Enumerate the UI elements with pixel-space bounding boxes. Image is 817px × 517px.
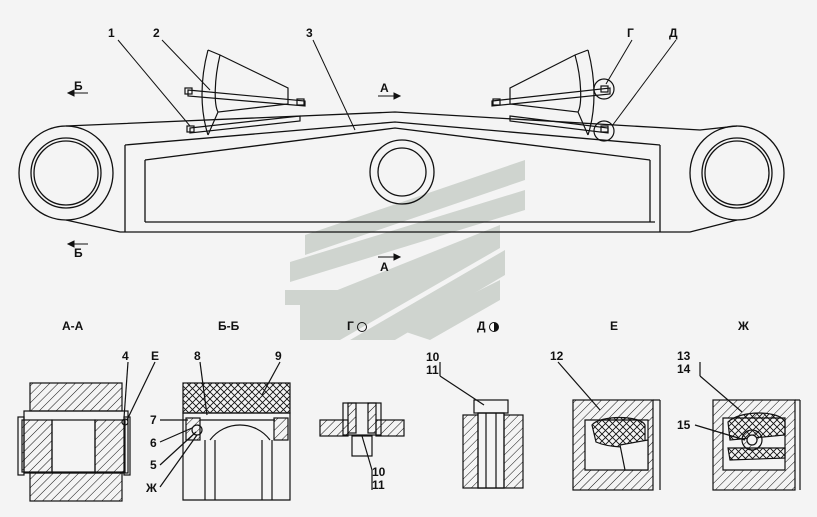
callout-6: 6 [150,436,157,450]
view-title-d-text: Д [477,319,486,333]
callout-11-g: 11 [372,478,385,492]
view-title-d: Д [477,319,499,333]
callout-10-d: 10 [426,350,440,364]
view-direction-d-icon [488,321,499,332]
callout-14: 14 [677,362,691,376]
view-title-g: Г [347,319,368,333]
callout-e: Е [151,349,160,363]
view-zh [694,362,801,491]
view-title-g-text: Г [347,319,354,333]
callout-12: 12 [550,349,564,363]
section-mark-a-bottom: А [380,260,389,274]
section-aa [17,361,156,502]
callout-g: Г [627,26,634,40]
callout-15: 15 [677,418,691,432]
right-bracket [491,49,615,142]
section-mark-b-top: Б [74,79,83,93]
callout-11-d: 11 [426,363,439,377]
view-title-zh: Ж [738,319,749,333]
section-mark-b-bottom: Б [74,246,83,260]
view-e [557,361,661,491]
view-title-e: Е [610,319,619,333]
callout-10-g: 10 [372,465,386,479]
leader-lines-main [66,39,677,261]
callout-d: Д [669,26,678,40]
view-title-bb: Б-Б [218,319,240,333]
callout-8: 8 [194,349,201,363]
callout-4: 4 [122,349,129,363]
callout-5: 5 [150,458,157,472]
callout-2: 2 [153,26,160,40]
callout-7: 7 [150,413,157,427]
main-view-beam [18,111,785,233]
callout-13: 13 [677,349,691,363]
view-title-aa: А-А [62,319,84,333]
view-direction-g-icon [357,321,368,332]
left-bracket [184,49,306,136]
view-d [439,362,524,489]
section-bb [159,361,291,501]
callout-9: 9 [275,349,282,363]
watermark-logo [285,160,525,340]
callout-3: 3 [306,26,313,40]
callout-zh: Ж [146,481,157,495]
callout-1: 1 [108,26,115,40]
section-mark-a-top: А [380,81,389,95]
view-g [319,402,405,490]
